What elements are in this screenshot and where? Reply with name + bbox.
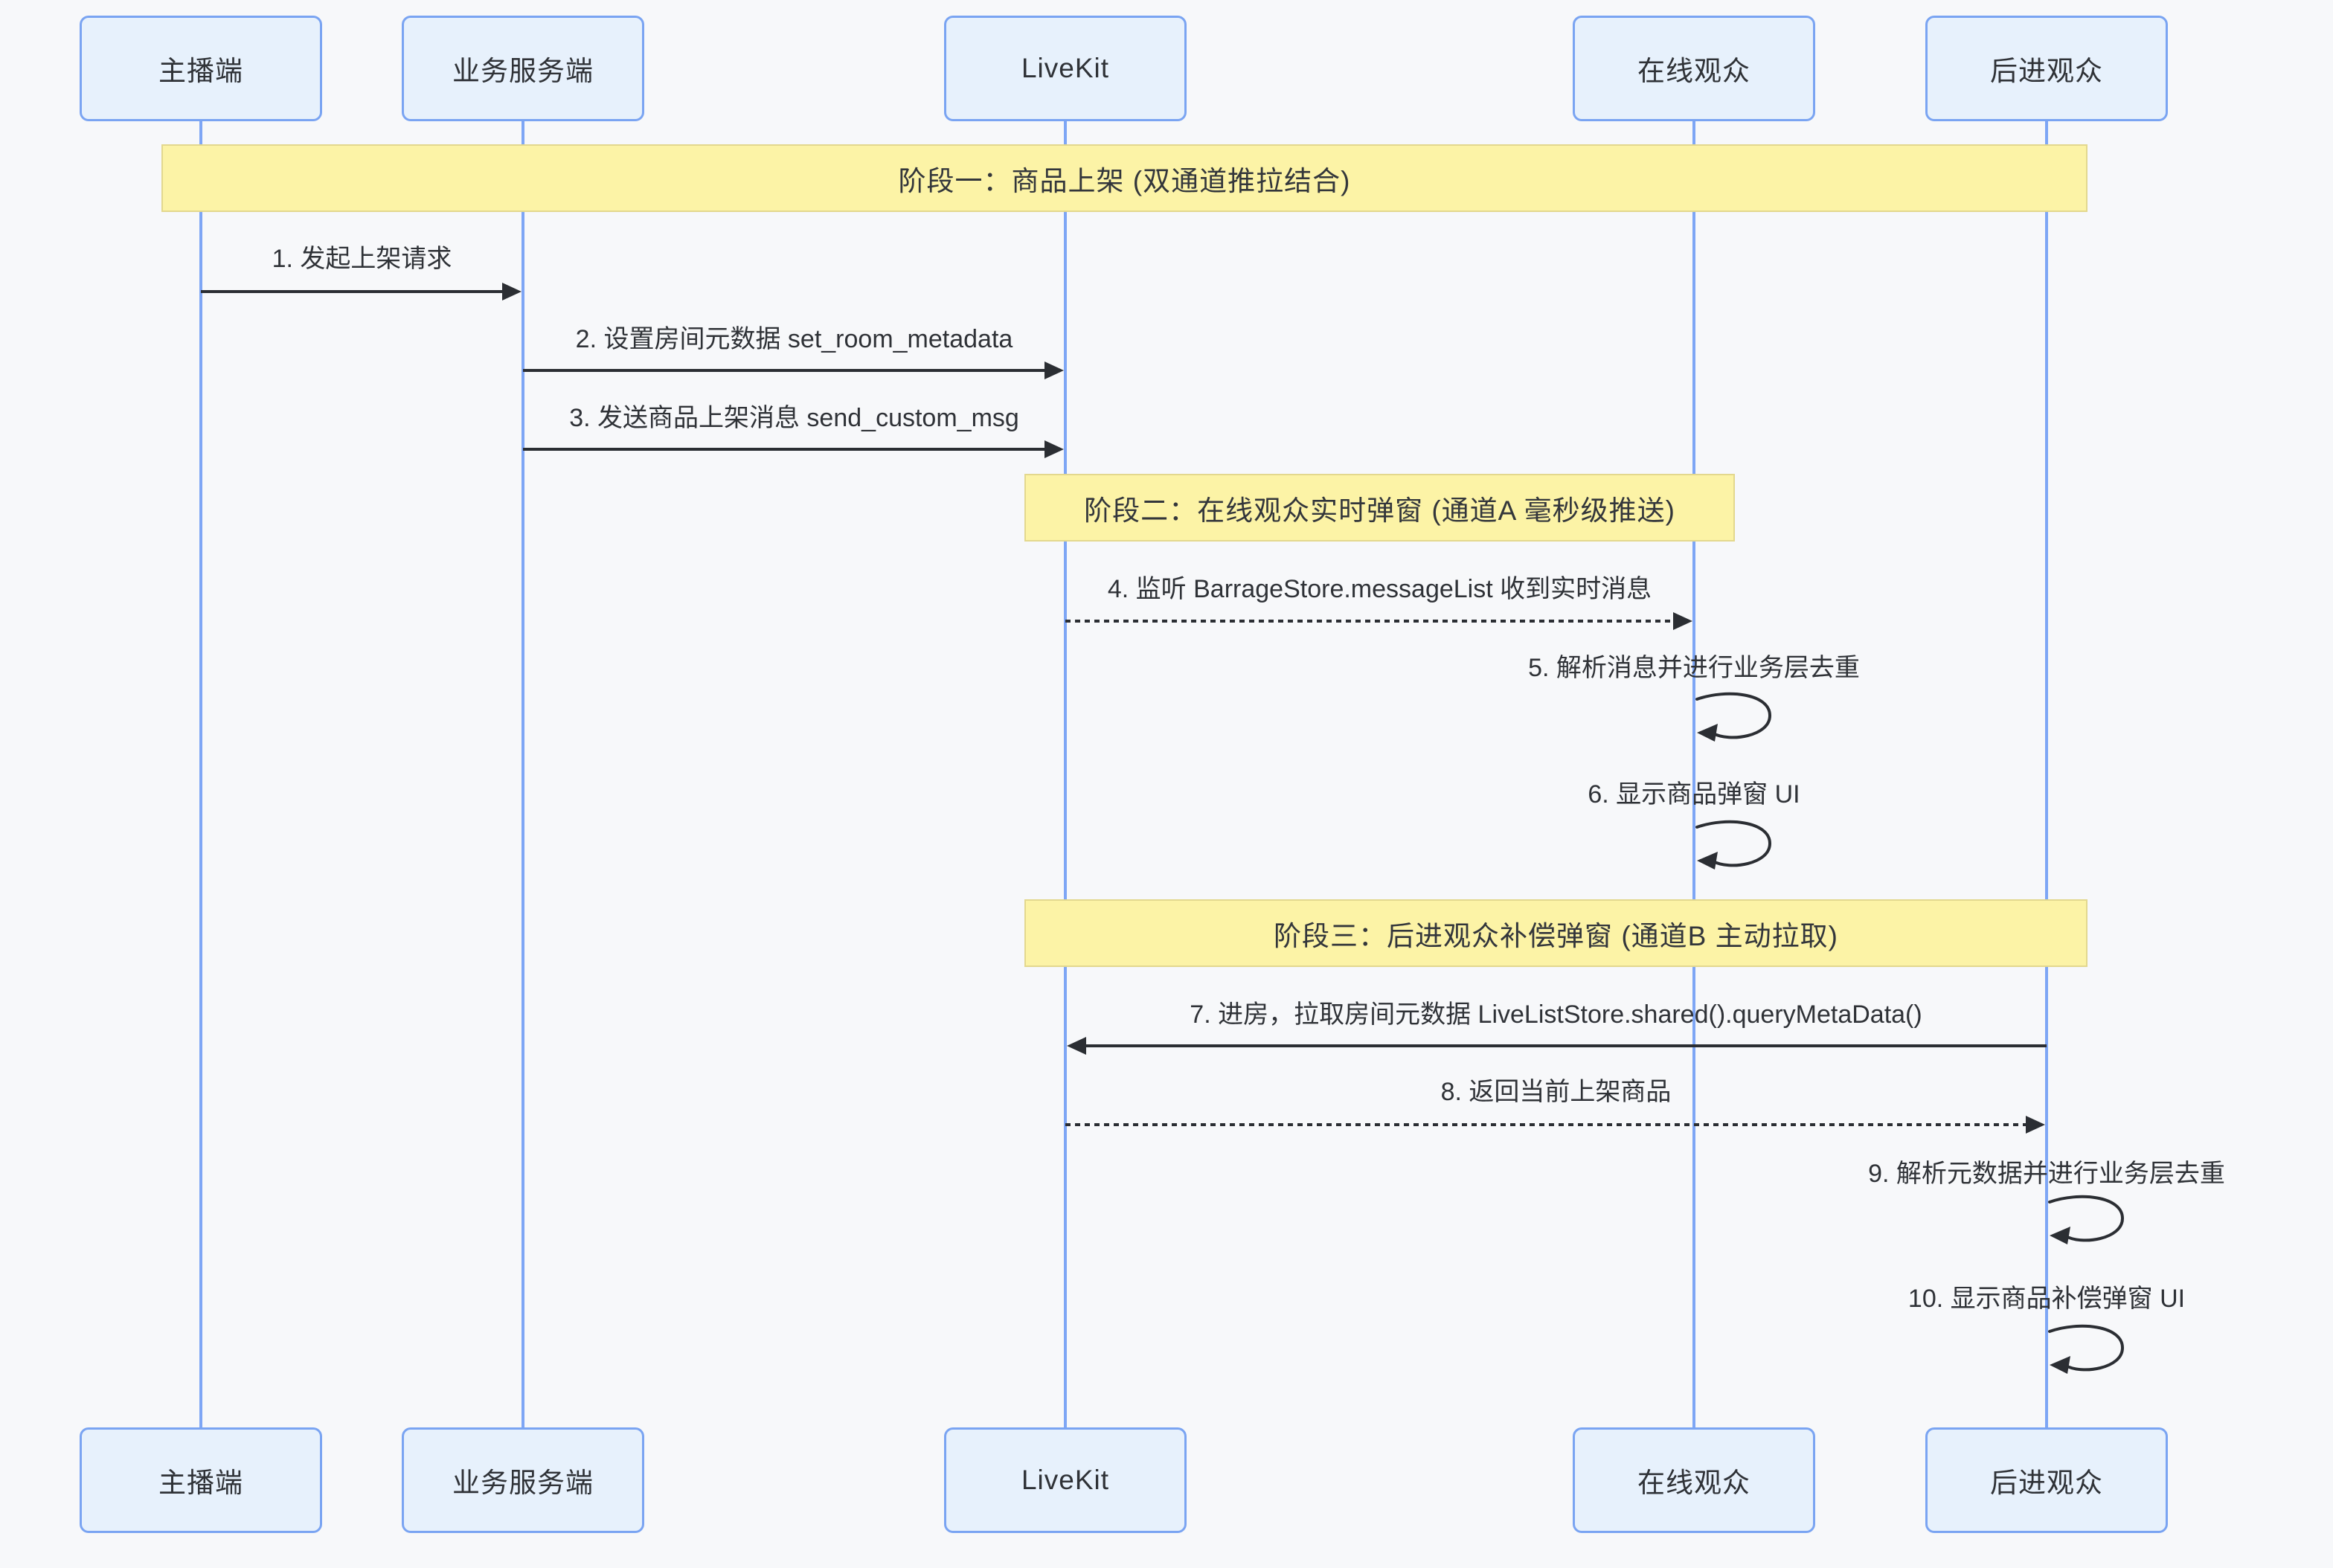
actor-anchor-bottom: 主播端 bbox=[80, 1427, 322, 1533]
message-arrowhead-2 bbox=[1044, 362, 1064, 379]
self-loop-6 bbox=[1695, 820, 1772, 867]
actor-livekit-bottom: LiveKit bbox=[944, 1427, 1187, 1533]
self-loop-10 bbox=[2048, 1324, 2125, 1372]
message-label-7: 7. 进房，拉取房间元数据 LiveListStore.shared().que… bbox=[1190, 1000, 1922, 1029]
message-label-4: 4. 监听 BarrageStore.messageList 收到实时消息 bbox=[1107, 575, 1652, 603]
lifeline-livekit bbox=[1064, 121, 1067, 1427]
actor-livekit-top: LiveKit bbox=[944, 16, 1187, 121]
actor-anchor-top: 主播端 bbox=[80, 16, 322, 121]
phase-banner-1: 阶段一：商品上架 (双通道推拉结合) bbox=[161, 144, 2087, 212]
lifeline-online-audience bbox=[1692, 121, 1695, 1427]
self-loop-9 bbox=[2048, 1195, 2125, 1242]
message-arrowhead-3 bbox=[1044, 440, 1064, 458]
message-label-6: 6. 显示商品弹窗 UI bbox=[1588, 780, 1800, 809]
message-label-5: 5. 解析消息并进行业务层去重 bbox=[1528, 654, 1860, 682]
message-label-9: 9. 解析元数据并进行业务层去重 bbox=[1868, 1160, 2225, 1188]
actor-late-audience-bottom: 后进观众 bbox=[1925, 1427, 2168, 1533]
actor-late-audience-top: 后进观众 bbox=[1925, 16, 2168, 121]
self-loop-arrowhead-6 bbox=[1697, 852, 1718, 870]
actor-online-audience-bottom: 在线观众 bbox=[1573, 1427, 1815, 1533]
message-label-10: 10. 显示商品补偿弹窗 UI bbox=[1907, 1285, 2186, 1313]
phase-banner-2: 阶段二：在线观众实时弹窗 (通道A 毫秒级推送) bbox=[1024, 474, 1735, 542]
actor-online-audience-top: 在线观众 bbox=[1573, 16, 1815, 121]
lifeline-business-server bbox=[522, 121, 524, 1427]
message-arrowhead-4 bbox=[1673, 612, 1692, 630]
message-arrowhead-8 bbox=[2026, 1116, 2045, 1134]
self-loop-arrowhead-10 bbox=[2050, 1356, 2070, 1374]
message-arrowhead-1 bbox=[502, 283, 522, 301]
message-label-2: 2. 设置房间元数据 set_room_metadata bbox=[575, 325, 1013, 353]
actor-business-server-top: 业务服务端 bbox=[402, 16, 644, 121]
message-arrowhead-7 bbox=[1067, 1037, 1086, 1055]
phase-banner-3: 阶段三：后进观众补偿弹窗 (通道B 主动拉取) bbox=[1024, 899, 2087, 967]
lifeline-anchor bbox=[199, 121, 202, 1427]
message-label-8: 8. 返回当前上架商品 bbox=[1440, 1078, 1672, 1106]
self-loop-arrowhead-5 bbox=[1697, 724, 1718, 742]
actor-business-server-bottom: 业务服务端 bbox=[402, 1427, 644, 1533]
lifeline-late-audience bbox=[2045, 121, 2048, 1427]
message-label-1: 1. 发起上架请求 bbox=[272, 245, 452, 273]
self-loop-5 bbox=[1695, 692, 1772, 739]
message-label-3: 3. 发送商品上架消息 send_custom_msg bbox=[569, 404, 1019, 432]
self-loop-arrowhead-9 bbox=[2050, 1227, 2070, 1244]
